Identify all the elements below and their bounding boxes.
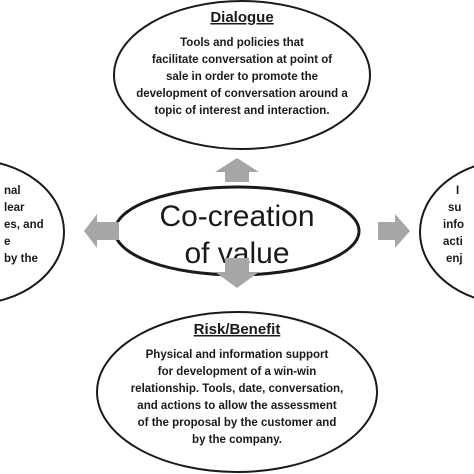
center-node: Co-creation of value	[113, 185, 361, 277]
dialogue-line: sale in order to promote the	[166, 71, 318, 83]
risk-benefit-line: by the company.	[192, 434, 282, 446]
left-node: nal lear es, and e by the	[0, 162, 65, 302]
risk-benefit-line: for development of a win-win	[158, 366, 316, 378]
right-line: I	[456, 185, 459, 197]
risk-benefit-line: Physical and information support	[146, 349, 329, 361]
risk-benefit-line: relationship. Tools, date, conversation,	[131, 383, 344, 395]
left-line: es, and	[4, 219, 44, 231]
right-line: su	[448, 202, 461, 214]
dialogue-ellipse	[113, 0, 371, 150]
risk-benefit-ellipse	[96, 311, 378, 473]
down-arrow-icon	[215, 258, 259, 288]
risk-benefit-line: and actions to allow the assessment	[137, 400, 337, 412]
dialogue-line: Tools and policies that	[180, 37, 304, 49]
right-node: I su info acti enj	[419, 165, 474, 299]
right-line: enj	[446, 253, 463, 265]
right-arrow-icon	[378, 214, 410, 248]
center-title-line: Co-creation	[159, 200, 314, 233]
left-line: lear	[4, 202, 25, 214]
dialogue-line: topic of interest and interaction.	[154, 105, 329, 117]
dialogue-line: development of conversation around a	[136, 88, 348, 100]
risk-benefit-title: Risk/Benefit	[194, 321, 281, 338]
dialogue-node: Dialogue Tools and policies that facilit…	[113, 0, 371, 150]
risk-benefit-line: of the proposal by the customer and	[138, 417, 337, 429]
left-arrow-icon	[84, 214, 119, 248]
left-line: e	[4, 236, 10, 248]
up-arrow-icon	[215, 158, 259, 182]
dialogue-line: facilitate conversation at point of	[152, 54, 332, 66]
right-line: acti	[443, 236, 463, 248]
risk-benefit-node: Risk/Benefit Physical and information su…	[96, 311, 378, 473]
left-ellipse	[0, 162, 65, 302]
right-ellipse	[419, 165, 474, 299]
right-line: info	[443, 219, 464, 231]
left-line: nal	[4, 185, 21, 197]
dialogue-title: Dialogue	[210, 9, 273, 26]
left-line: by the	[4, 253, 38, 265]
